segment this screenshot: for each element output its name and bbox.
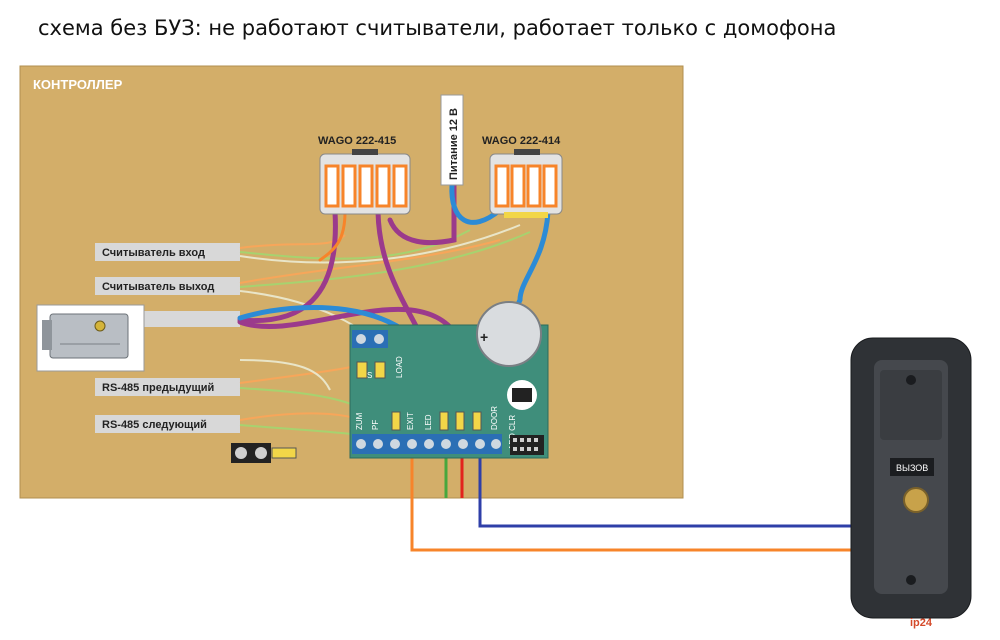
controller-board: S LOAD + ZUM PF EXIT LED DOOR ADD CLR <box>349 301 549 459</box>
backup-battery <box>476 301 542 367</box>
intercom-panel: ВЫЗОВ <box>850 337 972 619</box>
label-rs485-prev: RS-485 предыдущий <box>102 382 214 394</box>
label-reader-in: Считыватель вход <box>102 247 205 259</box>
pin-label-led: LED <box>424 414 433 430</box>
power-label: Питание 12 В <box>448 108 460 180</box>
wago-right-label: WAGO 222-414 <box>482 135 561 147</box>
power-tag <box>440 94 464 186</box>
cable-reader-in <box>95 243 240 261</box>
cable-reader-out <box>95 277 240 295</box>
pin-label-exit: EXIT <box>406 412 415 430</box>
cable-rs485-prev <box>95 378 240 396</box>
call-label: ВЫЗОВ <box>896 463 928 473</box>
pin-label-pf: PF <box>371 420 380 430</box>
board-label-load: LOAD <box>395 356 404 378</box>
electric-lock <box>36 304 145 372</box>
call-button <box>903 487 929 513</box>
reader-wires <box>239 224 531 441</box>
watermark: ip24 <box>910 617 933 629</box>
battery-sign: + <box>480 329 488 345</box>
panel-title: КОНТРОЛЛЕР <box>33 77 123 92</box>
blue-wire <box>478 452 858 528</box>
wago-left-label: WAGO 222-415 <box>318 135 396 147</box>
pin-label-add-clr: ADD CLR <box>508 415 517 450</box>
cable-rs485-next <box>95 415 240 433</box>
diagram-caption: схема без БУЗ: не работают считыватели, … <box>38 16 837 40</box>
label-reader-out: Считыватель выход <box>102 281 214 293</box>
pin-label-door: DOOR <box>490 406 499 430</box>
board-label-s: S <box>367 371 372 380</box>
wago-right-connector <box>489 149 563 218</box>
pin-label-zum: ZUM <box>355 412 364 430</box>
cable-lock <box>128 311 240 327</box>
label-rs485-next: RS-485 следующий <box>102 419 207 431</box>
wago-left-connector <box>319 149 411 215</box>
orange-wire <box>410 452 858 552</box>
small-terminal <box>231 443 297 463</box>
